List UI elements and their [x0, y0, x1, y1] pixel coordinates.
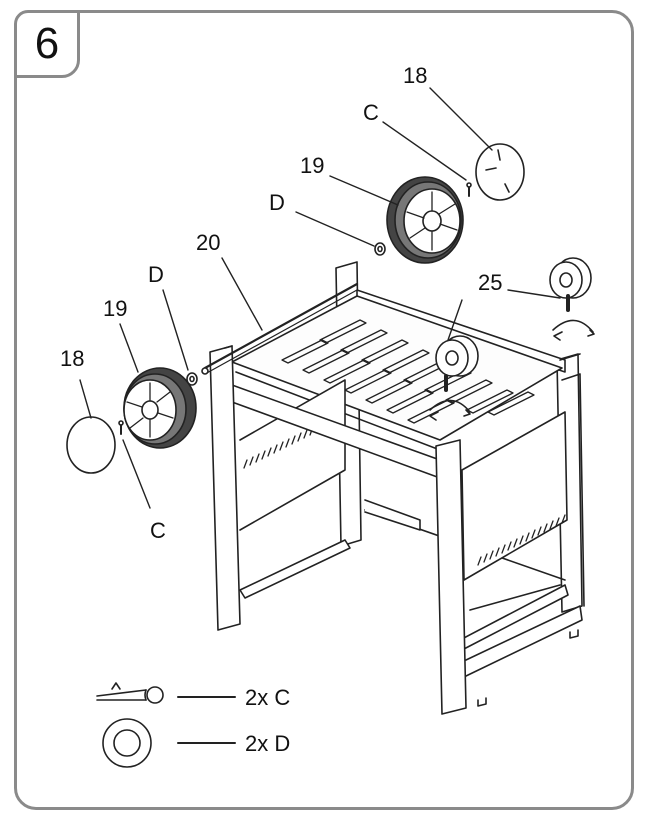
callout-clip-left: C	[150, 518, 166, 543]
caster-back	[549, 257, 595, 341]
callout-axle: 20	[196, 230, 221, 255]
washer-icon	[102, 718, 152, 768]
callout-washer-left: D	[148, 262, 164, 287]
leader-lines	[79, 87, 561, 509]
callout-cap-right: 18	[403, 63, 428, 88]
wheel-left	[123, 367, 197, 449]
washer-left	[186, 372, 198, 386]
cart-frame	[201, 261, 585, 715]
clip-left	[118, 420, 124, 435]
wheel-right	[386, 176, 464, 264]
hub-cap-right	[475, 143, 525, 201]
legend-lines	[177, 696, 236, 744]
caster-front	[429, 335, 479, 421]
legend-clip-text: 2x C	[245, 685, 291, 710]
callout-caster: 25	[478, 270, 503, 295]
callout-washer-right: D	[269, 190, 285, 215]
clip-right	[466, 182, 472, 197]
callout-clip-right: C	[363, 100, 379, 125]
callout-wheel-left: 19	[103, 296, 128, 321]
washer-right	[374, 242, 386, 256]
cotter-pin-icon	[96, 682, 164, 704]
step-number: 6	[34, 19, 60, 68]
callout-wheel-right: 19	[300, 153, 325, 178]
legend-washer-text: 2x D	[245, 731, 291, 756]
callout-cap-left: 18	[60, 346, 85, 371]
hub-cap-left	[66, 416, 116, 474]
step-number-box: 6	[14, 10, 80, 78]
